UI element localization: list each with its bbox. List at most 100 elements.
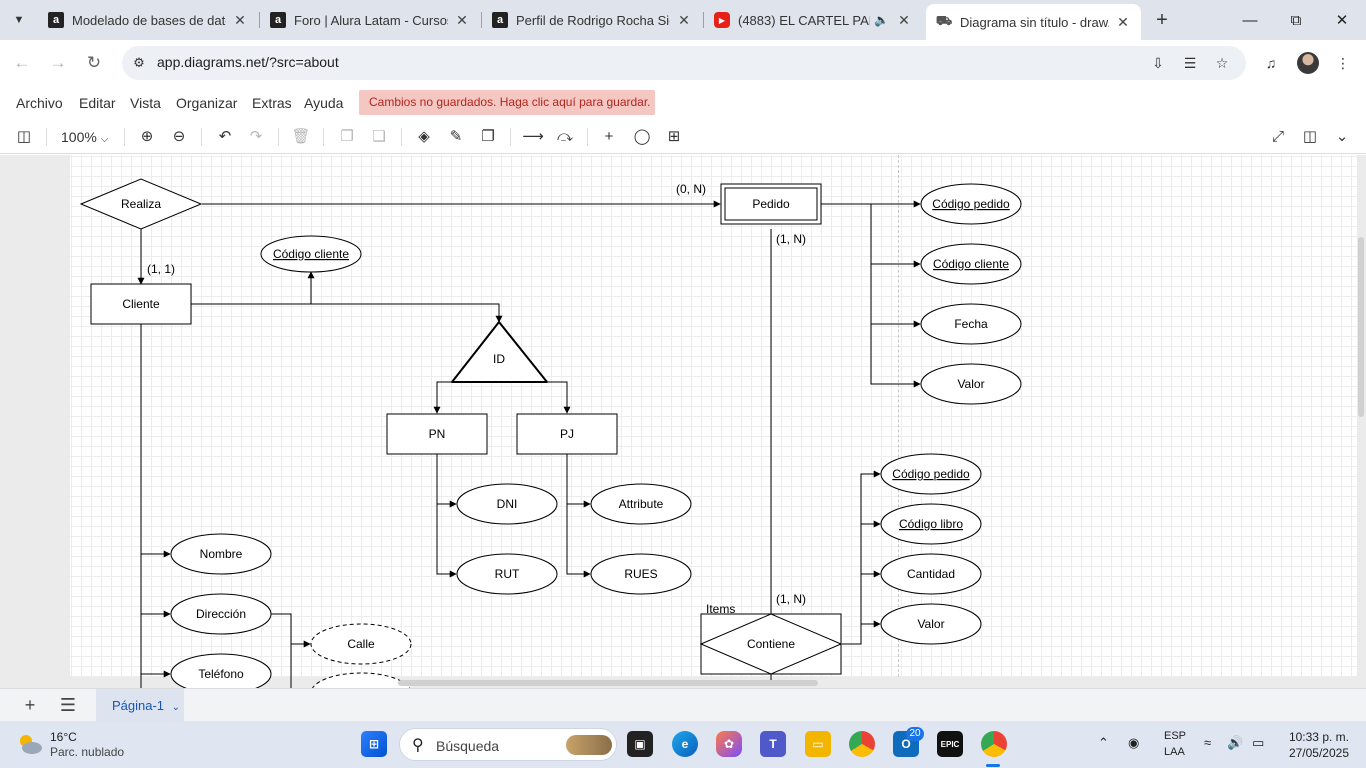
bookmark-star-icon[interactable]: ☆: [1215, 55, 1229, 71]
attribute-cliente-telefono[interactable]: Teléfono: [170, 653, 272, 688]
delete-icon[interactable]: 🗑: [291, 128, 311, 145]
attribute-cliente-direccion[interactable]: Dirección: [170, 593, 272, 635]
entity-pn[interactable]: PN: [386, 413, 488, 455]
waypoints-icon[interactable]: ⤼: [556, 128, 574, 145]
close-window-button[interactable]: ✕: [1335, 12, 1349, 29]
close-icon[interactable]: ✕: [1117, 13, 1129, 30]
more-menu-icon[interactable]: ⋮: [1336, 55, 1350, 71]
attribute-items-valor[interactable]: Valor: [880, 603, 982, 645]
battery-icon[interactable]: ▭: [1252, 735, 1265, 750]
close-icon[interactable]: ✕: [234, 11, 246, 28]
omnibox[interactable]: ⚙ app.diagrams.net/?src=about ⇩ ☰ ☆: [122, 46, 1246, 80]
clock-time[interactable]: 10:33 p. m.: [1288, 730, 1349, 744]
zoom-level[interactable]: 100% ⌵: [61, 129, 109, 145]
attribute-pn-dni[interactable]: DNI: [456, 483, 558, 525]
attribute-cliente-codigo-cliente[interactable]: Código cliente: [260, 235, 362, 273]
attribute-pedido-codigo-pedido[interactable]: Código pedido: [920, 183, 1022, 225]
tab-drawio[interactable]: ⛟ Diagrama sin título - draw.io ✕: [926, 4, 1141, 40]
menu-extras[interactable]: Extras: [252, 95, 292, 111]
attribute-items-codigo-pedido[interactable]: Código pedido: [880, 453, 982, 495]
diagram-canvas[interactable]: Realiza Pedido Cliente ID PN PJ: [0, 155, 1366, 688]
format-panel-icon[interactable]: ◫: [16, 128, 32, 145]
tab-perfil[interactable]: a Perfil de Rodrigo Rocha Sierra ✕: [482, 4, 702, 36]
attribute-pedido-valor[interactable]: Valor: [920, 363, 1022, 405]
entity-pj[interactable]: PJ: [516, 413, 618, 455]
close-icon[interactable]: ✕: [898, 11, 910, 28]
close-icon[interactable]: ✕: [456, 11, 468, 28]
relationship-contiene[interactable]: Contiene: [699, 613, 843, 675]
relationship-realiza[interactable]: Realiza: [79, 178, 203, 230]
shadow-icon[interactable]: ❐: [481, 128, 495, 145]
speaker-icon[interactable]: 🔈: [874, 13, 889, 27]
back-button[interactable]: ←: [13, 53, 31, 72]
table-icon[interactable]: ⊞: [667, 128, 681, 145]
reload-button[interactable]: ↻: [86, 53, 102, 72]
tab-youtube[interactable]: ▶ (4883) EL CARTEL PARANOICO 🔈 ✕: [704, 4, 922, 36]
url-text[interactable]: app.diagrams.net/?src=about: [157, 54, 339, 70]
menu-organizar[interactable]: Organizar: [176, 95, 238, 111]
close-icon[interactable]: ✕: [678, 11, 690, 28]
menu-editar[interactable]: Editar: [79, 95, 116, 111]
tray-network-icon[interactable]: ◉: [1128, 735, 1140, 750]
attribute-pedido-fecha[interactable]: Fecha: [920, 303, 1022, 345]
attribute-cliente-nombre[interactable]: Nombre: [170, 533, 272, 575]
page-tab-1[interactable]: Página-1 ⌄: [96, 689, 184, 722]
isa-id-triangle[interactable]: ID: [451, 321, 548, 383]
collapse-chevron-icon[interactable]: ⌄: [1335, 128, 1349, 145]
entity-pedido[interactable]: Pedido: [720, 183, 822, 225]
vertical-scrollbar[interactable]: [1358, 237, 1364, 417]
to-front-icon[interactable]: ❐: [340, 128, 354, 145]
volume-icon[interactable]: 🔊: [1227, 735, 1244, 750]
task-view-icon[interactable]: ▣: [627, 731, 653, 757]
weather-description[interactable]: Parc. nublado: [50, 745, 125, 759]
weather-cloud-sun-icon[interactable]: [16, 731, 44, 757]
chrome-profile-icon[interactable]: [981, 731, 1007, 757]
fullscreen-icon[interactable]: ⤢: [1271, 128, 1284, 145]
shapes-icon[interactable]: ◯: [633, 128, 651, 145]
attribute-direccion-calle[interactable]: Calle: [310, 623, 412, 665]
attribute-pn-rut[interactable]: RUT: [456, 553, 558, 595]
menu-vista[interactable]: Vista: [130, 95, 161, 111]
attribute-items-cantidad[interactable]: Cantidad: [880, 553, 982, 595]
wifi-icon[interactable]: ≈: [1204, 735, 1212, 750]
new-tab-button[interactable]: +: [1156, 9, 1168, 31]
insert-plus-icon[interactable]: +: [604, 128, 614, 145]
attribute-pedido-codigo-cliente[interactable]: Código cliente: [920, 243, 1022, 285]
clock-date[interactable]: 27/05/2025: [1288, 746, 1349, 760]
taskbar-search[interactable]: ⚲ Búsqueda: [399, 728, 617, 761]
fill-color-icon[interactable]: ◈: [418, 128, 430, 145]
redo-icon[interactable]: ↷: [249, 128, 263, 145]
zoom-out-icon[interactable]: ⊖: [172, 128, 186, 145]
attribute-pj-rues[interactable]: RUES: [590, 553, 692, 595]
format-toggle-icon[interactable]: ◫: [1302, 128, 1318, 145]
menu-archivo[interactable]: Archivo: [16, 95, 63, 111]
windows-start-icon[interactable]: ⊞: [361, 731, 387, 757]
pages-menu-icon[interactable]: ☰: [59, 695, 77, 715]
add-page-button[interactable]: +: [24, 695, 36, 715]
attribute-partial-hidden[interactable]: [311, 672, 411, 688]
install-app-icon[interactable]: ⇩: [1152, 55, 1164, 71]
weather-temperature[interactable]: 16°C: [50, 730, 77, 744]
epic-games-icon[interactable]: EPIC: [937, 731, 963, 757]
tab-modelado[interactable]: a Modelado de bases de datos ✕: [38, 4, 258, 36]
tray-chevron-up-icon[interactable]: ⌃: [1098, 735, 1109, 750]
line-color-icon[interactable]: ✎: [449, 128, 463, 145]
zoom-in-icon[interactable]: ⊕: [140, 128, 154, 145]
site-settings-icon[interactable]: ⚙: [133, 55, 145, 70]
tab-foro-alura[interactable]: a Foro | Alura Latam - Cursos online ✕: [260, 4, 480, 36]
attribute-pj-attribute[interactable]: Attribute: [590, 483, 692, 525]
attribute-items-codigo-libro[interactable]: Código libro: [880, 503, 982, 545]
tab-search-chevron-icon[interactable]: ▼: [13, 14, 25, 26]
input-language[interactable]: ESP: [1164, 730, 1187, 742]
teams-icon[interactable]: T: [760, 731, 786, 757]
chrome-icon[interactable]: [849, 731, 875, 757]
forward-button[interactable]: →: [49, 53, 67, 72]
er-diagram[interactable]: Realiza Pedido Cliente ID PN PJ: [0, 155, 1366, 688]
profile-avatar[interactable]: [1297, 52, 1319, 74]
input-layout[interactable]: LAA: [1164, 746, 1185, 758]
copilot-icon[interactable]: ✿: [716, 731, 742, 757]
horizontal-scrollbar[interactable]: [398, 680, 818, 686]
restore-button[interactable]: ⧉: [1290, 11, 1302, 29]
undo-icon[interactable]: ↶: [218, 128, 232, 145]
file-explorer-icon[interactable]: ▭: [805, 731, 831, 757]
